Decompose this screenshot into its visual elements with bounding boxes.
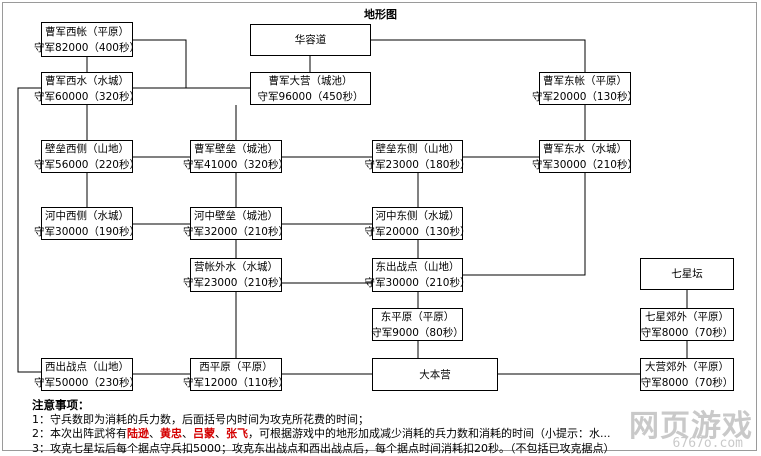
node-garrison: 守军30000（210秒） <box>532 157 638 173</box>
node-garrison: 守军56000（220秒） <box>34 157 140 173</box>
watermark-logo: 网页游戏 6767o.com <box>623 401 755 451</box>
node-name: 东出战点（山地） <box>376 259 460 275</box>
node-cao-daying: 曹军大营（城池） 守军96000（450秒） <box>250 72 371 105</box>
node-bilei-xice: 壁垒西侧（山地） 守军56000（220秒） <box>41 140 133 173</box>
node-dabenying: 大本营 <box>372 358 498 391</box>
node-garrison: 守军82000（400秒） <box>34 40 140 56</box>
node-garrison: 守军50000（230秒） <box>34 375 140 391</box>
node-name: 曹军西帐（平原） <box>45 24 129 40</box>
link-xizhang-daying <box>133 40 250 88</box>
node-garrison: 守军30000（190秒） <box>34 224 140 240</box>
link-huarong-dongzhang <box>371 40 585 72</box>
node-bilei-dongce: 壁垒东侧（山地） 守军23000（180秒） <box>372 140 463 173</box>
node-name: 壁垒西侧（山地） <box>45 141 129 157</box>
node-name: 曹军大营（城池） <box>269 73 353 89</box>
node-name: 七星郊外（平原） <box>645 309 729 325</box>
node-dongpingyuan: 东平原（平原） 守军9000（80秒） <box>372 308 463 341</box>
node-hezhong-dongce: 河中东侧（水城） 守军20000（130秒） <box>372 207 463 240</box>
node-garrison: 守军20000（130秒） <box>532 89 638 105</box>
general-name: 黄忠 <box>160 427 182 440</box>
node-name: 曹军西水（水城） <box>45 73 129 89</box>
node-garrison: 守军30000（210秒） <box>365 275 471 291</box>
node-name: 大本营 <box>419 367 451 383</box>
separator: 、 <box>215 427 226 440</box>
node-cao-xizhang: 曹军西帐（平原） 守军82000（400秒） <box>41 22 133 57</box>
node-name: 七星坛 <box>671 266 703 282</box>
general-name: 陆逊 <box>127 427 149 440</box>
node-qixingtan: 七星坛 <box>640 258 734 290</box>
node-name: 华容道 <box>295 32 327 48</box>
node-garrison: 守军20000（130秒） <box>365 224 471 240</box>
node-huarongdao: 华容道 <box>250 24 371 56</box>
notes-line-3: 3：攻克七星坛后每个据点守兵扣5000；攻克东出战点和西出战点后，每个据点时间消… <box>32 442 692 456</box>
node-name: 曹军壁垒（城池） <box>194 141 278 157</box>
node-garrison: 守军23000（210秒） <box>183 275 289 291</box>
node-garrison: 守军23000（180秒） <box>365 157 471 173</box>
node-name: 东平原（平原） <box>381 309 455 325</box>
node-hezhong-bilei: 河中壁垒（城池） 守军32000（210秒） <box>190 207 282 240</box>
node-name: 壁垒东侧（山地） <box>376 141 460 157</box>
node-garrison: 守军41000（320秒） <box>183 157 289 173</box>
node-hezhong-xice: 河中西侧（水城） 守军30000（190秒） <box>41 207 133 240</box>
general-name: 吕蒙 <box>193 427 215 440</box>
separator: 、 <box>182 427 193 440</box>
node-name: 河中东侧（水城） <box>376 208 460 224</box>
node-name: 西平原（平原） <box>199 359 273 375</box>
node-garrison: 守军9000（80秒） <box>371 325 464 341</box>
node-cao-bilei: 曹军壁垒（城池） 守军41000（320秒） <box>190 140 282 173</box>
node-xichu-zhandian: 西出战点（山地） 守军50000（230秒） <box>41 358 133 391</box>
node-qixing-jiaowai: 七星郊外（平原） 守军8000（70秒） <box>640 308 734 341</box>
node-name: 西出战点（山地） <box>45 359 129 375</box>
node-garrison: 守军8000（70秒） <box>641 325 734 341</box>
node-name: 河中壁垒（城池） <box>194 208 278 224</box>
notes-heading: 注意事项： <box>32 398 692 413</box>
notes-line-2: 2：本次出阵武将有陆逊、黄忠、吕蒙、张飞，可根据游戏中的地形加成减少消耗的兵力数… <box>32 427 692 442</box>
node-garrison: 守军32000（210秒） <box>183 224 289 240</box>
separator: 、 <box>149 427 160 440</box>
general-name: 张飞 <box>226 427 248 440</box>
node-daying-jiaowai: 大营郊外（平原） 守军8000（70秒） <box>640 358 734 391</box>
link-dongshui-dongchu <box>463 173 585 275</box>
node-cao-dongshui: 曹军东水（水城） 守军30000（210秒） <box>539 140 631 173</box>
node-garrison: 守军96000（450秒） <box>258 89 364 105</box>
notes-line-1: 1：守兵数即为消耗的兵力数，后面括号内时间为攻克所花费的时间； <box>32 413 692 428</box>
node-name: 大营郊外（平原） <box>645 359 729 375</box>
node-cao-dongzhang: 曹军东帐（平原） 守军20000（130秒） <box>539 72 631 105</box>
node-garrison: 守军8000（70秒） <box>641 375 734 391</box>
node-dongchu-zhandian: 东出战点（山地） 守军30000（210秒） <box>372 258 463 292</box>
watermark-url: 6767o.com <box>673 436 743 451</box>
node-name: 曹军东帐（平原） <box>543 73 627 89</box>
node-name: 营帐外水（水城） <box>194 259 278 275</box>
node-cao-xishui: 曹军西水（水城） 守军60000（320秒） <box>41 72 133 105</box>
notes-line-2-pre: 2：本次出阵武将有 <box>32 427 127 440</box>
node-name: 河中西侧（水城） <box>45 208 129 224</box>
notes-section: 注意事项： 1：守兵数即为消耗的兵力数，后面括号内时间为攻克所花费的时间； 2：… <box>32 398 692 456</box>
node-garrison: 守军60000（320秒） <box>34 89 140 105</box>
node-yingzhang-waishui: 营帐外水（水城） 守军23000（210秒） <box>190 258 282 292</box>
notes-line-2-post: ，可根据游戏中的地形加成减少消耗的兵力数和消耗的时间（小提示：水... <box>248 427 611 440</box>
node-xipingyuan: 西平原（平原） 守军12000（110秒） <box>190 358 282 391</box>
node-name: 曹军东水（水城） <box>543 141 627 157</box>
node-garrison: 守军12000（110秒） <box>183 375 289 391</box>
